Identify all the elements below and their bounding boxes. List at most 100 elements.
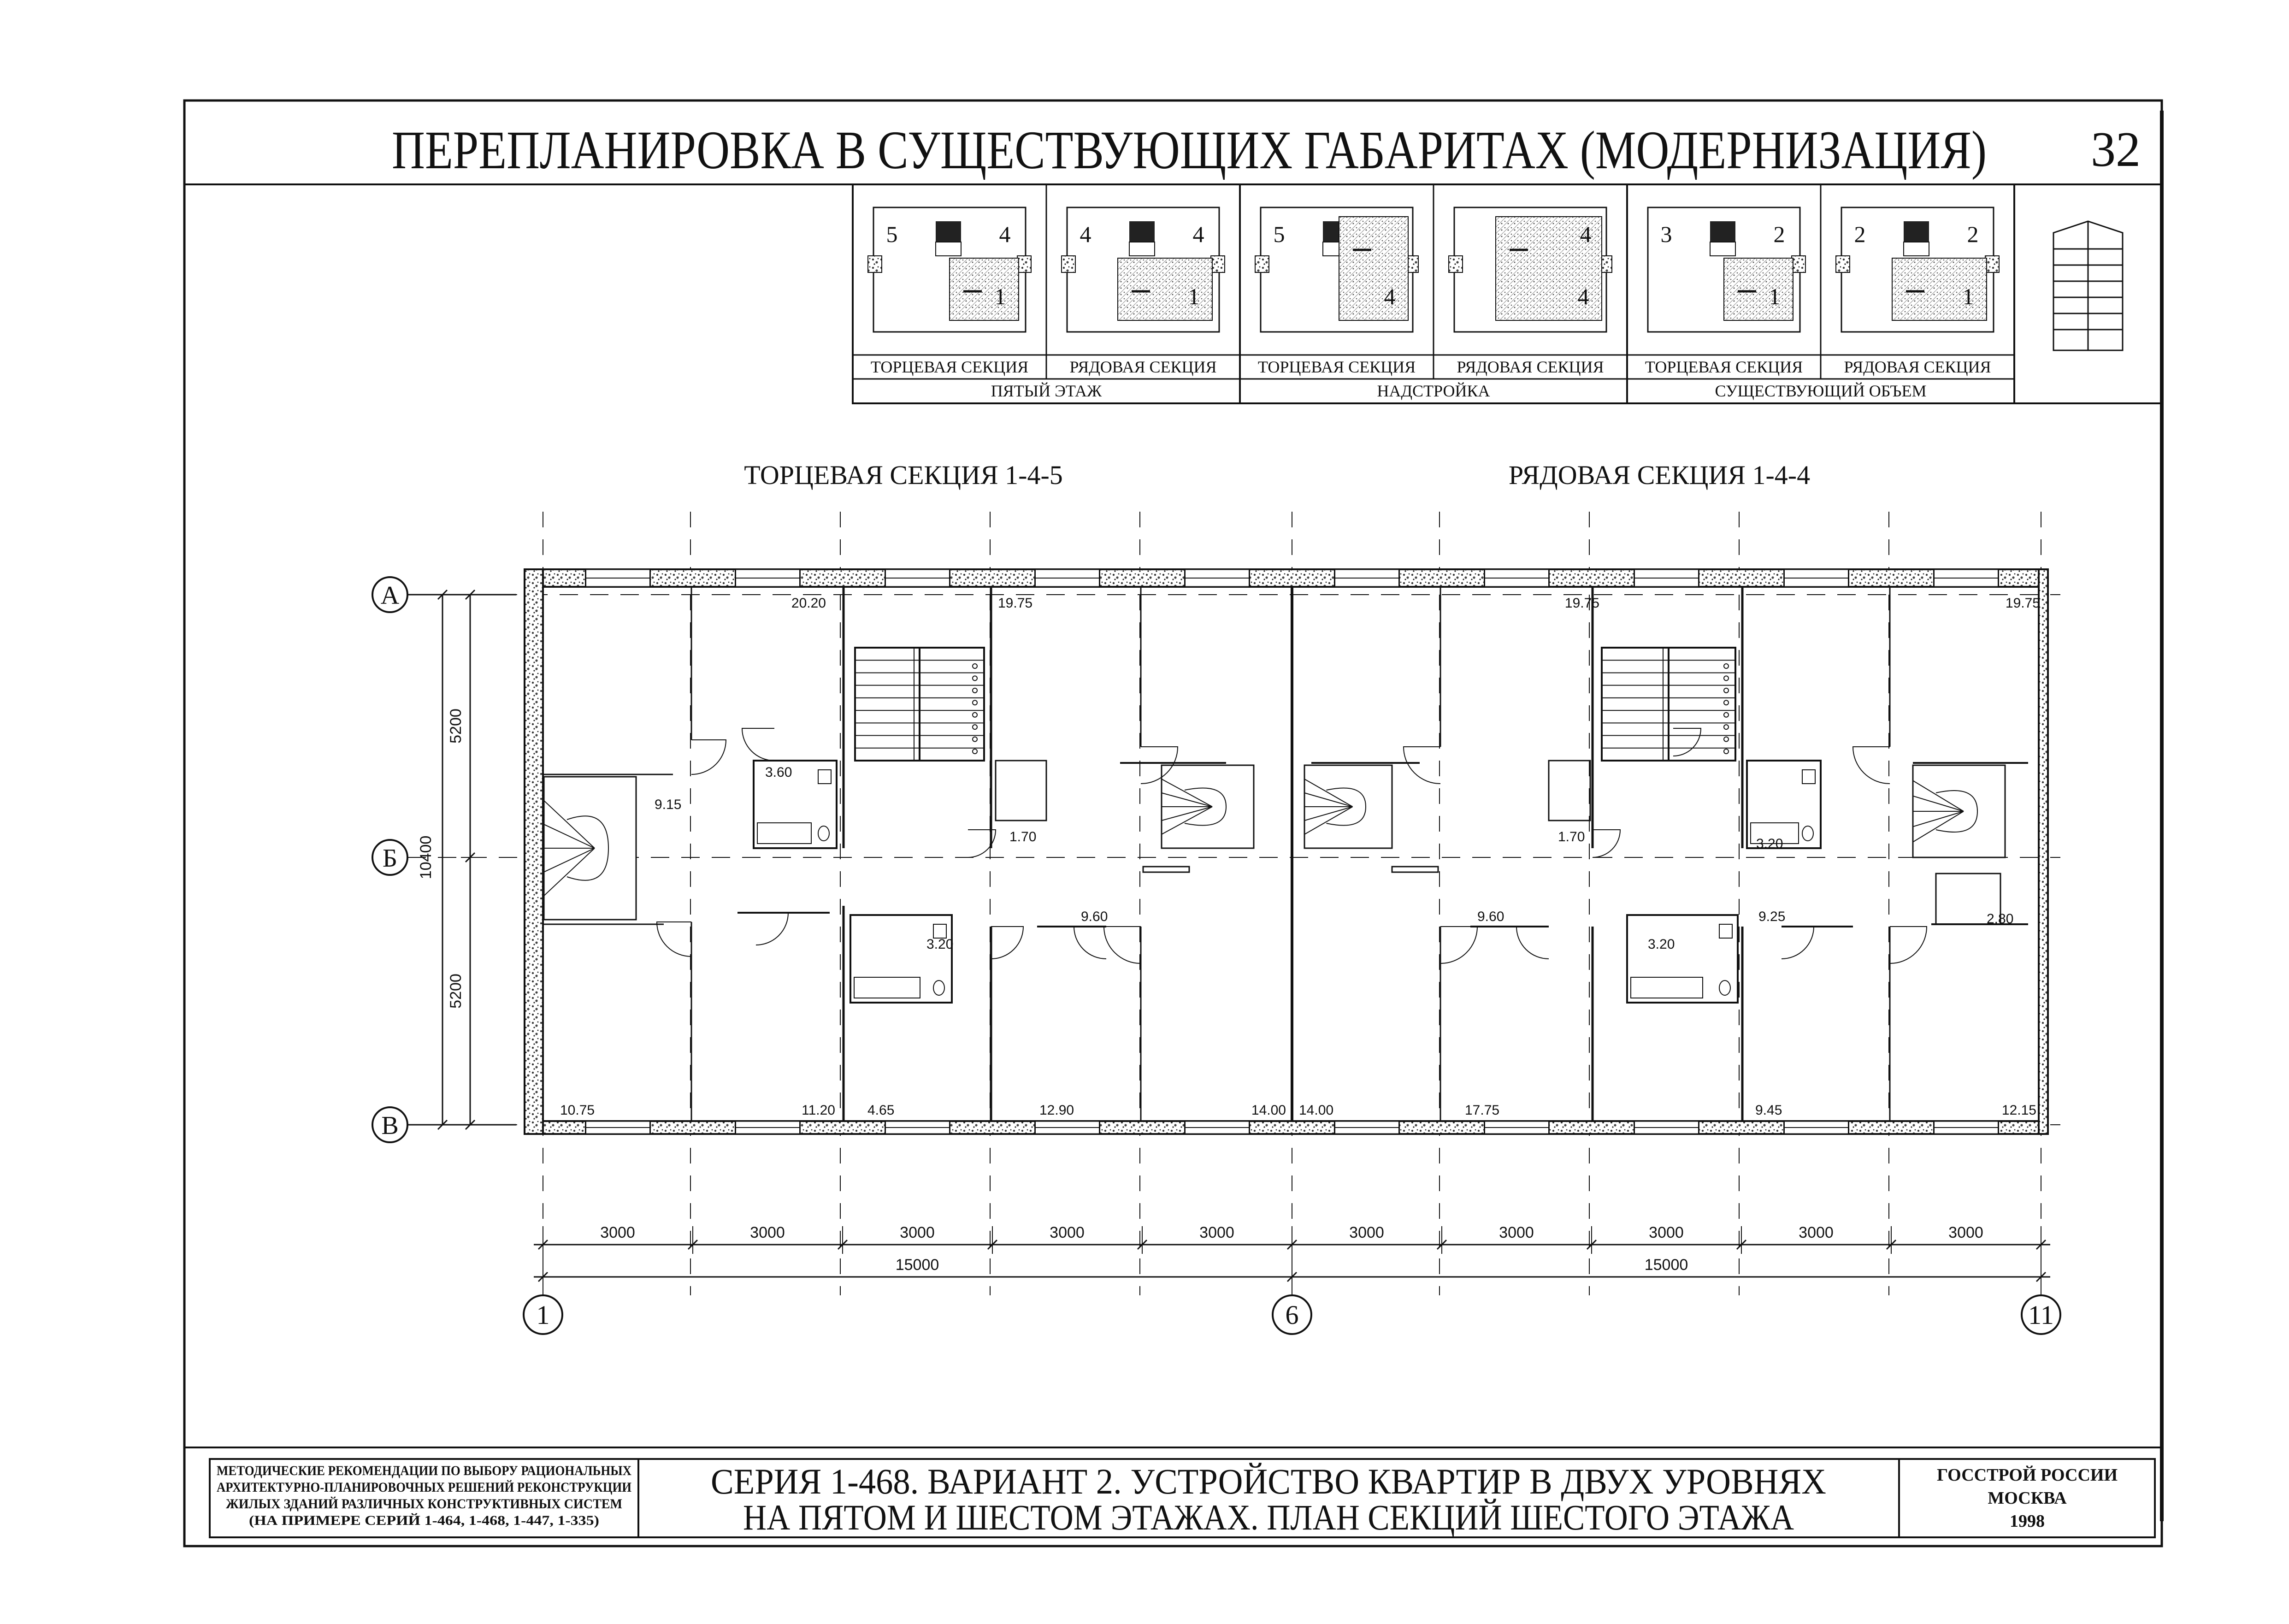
thumb-count-bottom: 1 [995,283,1006,309]
footer-left-line: (НА ПРИМЕРЕ СЕРИЙ 1-464, 1-468, 1-447, 1… [249,1513,599,1528]
thumb-count-bottom: 1 [1769,283,1781,309]
door-swing [1103,926,1141,964]
room-area: 19.75 [2006,596,2040,611]
room-area: 9.60 [1477,909,1504,924]
thumb-hatched-zone [1495,216,1602,321]
room-area: 1.70 [1009,829,1036,844]
footer-left-line: МЕТОДИЧЕСКИЕ РЕКОМЕНДАЦИИ ПО ВЫБОРУ РАЦИ… [217,1463,631,1478]
dim-total: 10400 [417,836,435,880]
axis-label-11: 11 [2028,1300,2054,1330]
dim-module: 3000 [1799,1224,1834,1241]
thumb-count-bottom: 1 [1963,283,1974,309]
axis-label-1: 1 [537,1300,550,1330]
module-dimensions: 3000 3000 3000 3000 3000 3000 3000 3000 … [600,1224,1983,1241]
bathtub [1630,977,1703,998]
thumb-loggia-left [1061,255,1076,273]
footer-left-text: МЕТОДИЧЕСКИЕ РЕКОМЕНДАЦИИ ПО ВЫБОРУ РАЦИ… [217,1463,631,1528]
room-area: 9.45 [1755,1103,1782,1118]
toilet [933,980,945,996]
dim-module: 3000 [600,1224,635,1241]
year: 1998 [2010,1512,2045,1531]
closet [1935,873,2001,925]
bathtub [757,822,812,844]
stair-baluster [972,736,978,742]
winder-step [1304,806,1353,835]
dim-tick [437,1119,448,1130]
thumb-stair [1904,221,1929,242]
thumb-count-right: 4 [999,221,1011,247]
winder-step [543,800,595,849]
dim-module: 3000 [1199,1224,1234,1241]
door-swing [1440,926,1478,964]
winder-arrow [566,815,609,881]
winder-step [1304,792,1353,807]
staircase [1601,647,1736,762]
thumb-count-right: 2 [1774,221,1785,247]
footer-left-line: ЖИЛЫХ ЗДАНИЙ РАЗЛИЧНЫХ КОНСТРУКТИВНЫХ СИ… [226,1496,622,1512]
thumb-count-left: 5 [1274,221,1285,247]
thumb-count-left: 5 [886,221,898,247]
stair-baluster [972,687,978,693]
exterior-wall-right [2038,568,2049,1135]
room-area: 14.00 [1299,1103,1333,1118]
winder-step [543,848,595,873]
stair-baluster [1723,712,1729,718]
thumb-landing [1903,242,1929,256]
thumb-landing [935,242,962,256]
winder-step [1912,780,1964,812]
axis-label-v: В [381,1111,398,1140]
room-area: 11.20 [802,1103,835,1118]
room-area: 1.70 [1558,829,1585,844]
winder-step [543,824,595,849]
room-area: 3.20 [1756,836,1783,851]
room-area: 3.60 [765,765,792,780]
dim-module: 3000 [1649,1224,1684,1241]
axis-label-a: А [381,581,400,610]
page-number: 32 [2091,122,2141,177]
door-swing [741,728,775,761]
scheme-thumbnail: 44 [1448,207,1612,333]
closet [1548,760,1591,821]
thumb-stair [1710,221,1735,242]
winder-stair [1161,764,1255,849]
winder-step [1912,811,1964,843]
room-area: 9.25 [1758,909,1785,924]
bathroom [850,914,953,1004]
room-area: 12.15 [2002,1103,2036,1118]
city: МОСКВА [1988,1488,2067,1508]
dim-module: 3000 [750,1224,785,1241]
stair-baluster [1723,749,1729,754]
dim-upper: 5200 [447,709,465,744]
thumb-hatched-zone [1723,258,1793,321]
section-title-end: ТОРЦЕВАЯ СЕКЦИЯ 1-4-5 [744,460,1063,490]
thumb-loggia-right [1017,255,1032,273]
bathroom [1626,914,1739,1004]
room-areas-mid: 9.15 3.60 1.70 1.70 3.20 [655,765,1783,851]
footer-left-line: АРХИТЕКТУРНО-ПЛАНИРОВОЧНЫХ РЕШЕНИЙ РЕКОН… [217,1480,631,1495]
thumb-loggia-right [1210,255,1225,273]
section-dimensions: 15000 15000 [896,1256,1688,1274]
thumb-landing [1129,242,1155,256]
stair-baluster [1723,724,1729,730]
room-area: 9.15 [655,797,681,812]
thumb-hatched-zone [1117,258,1213,321]
thumb-loggia-left [1255,255,1269,273]
row-axes: А Б В [372,576,408,1143]
stair-baluster [1723,700,1729,706]
winder-step [1161,779,1213,807]
thumb-count-bottom: 1 [1188,283,1200,309]
thumb-hatched-zone [1339,216,1409,321]
page-title: ПЕРЕПЛАНИРОВКА В СУЩЕСТВУЮЩИХ ГАБАРИТАХ … [392,120,1987,180]
stair-baluster [972,675,978,681]
room-area: 12.90 [1039,1103,1074,1118]
winder-stair [1304,764,1393,849]
thumb-count-left: 4 [1080,221,1091,247]
section-label: ТОРЦЕВАЯ СЕКЦИЯ [871,358,1028,376]
group-label: НАДСТРОЙКА [1377,382,1490,400]
dim-module: 3000 [1499,1224,1534,1241]
section-label: ТОРЦЕВАЯ СЕКЦИЯ [1645,358,1803,376]
thumb-stair [1129,221,1155,242]
stair-baluster [972,712,978,718]
